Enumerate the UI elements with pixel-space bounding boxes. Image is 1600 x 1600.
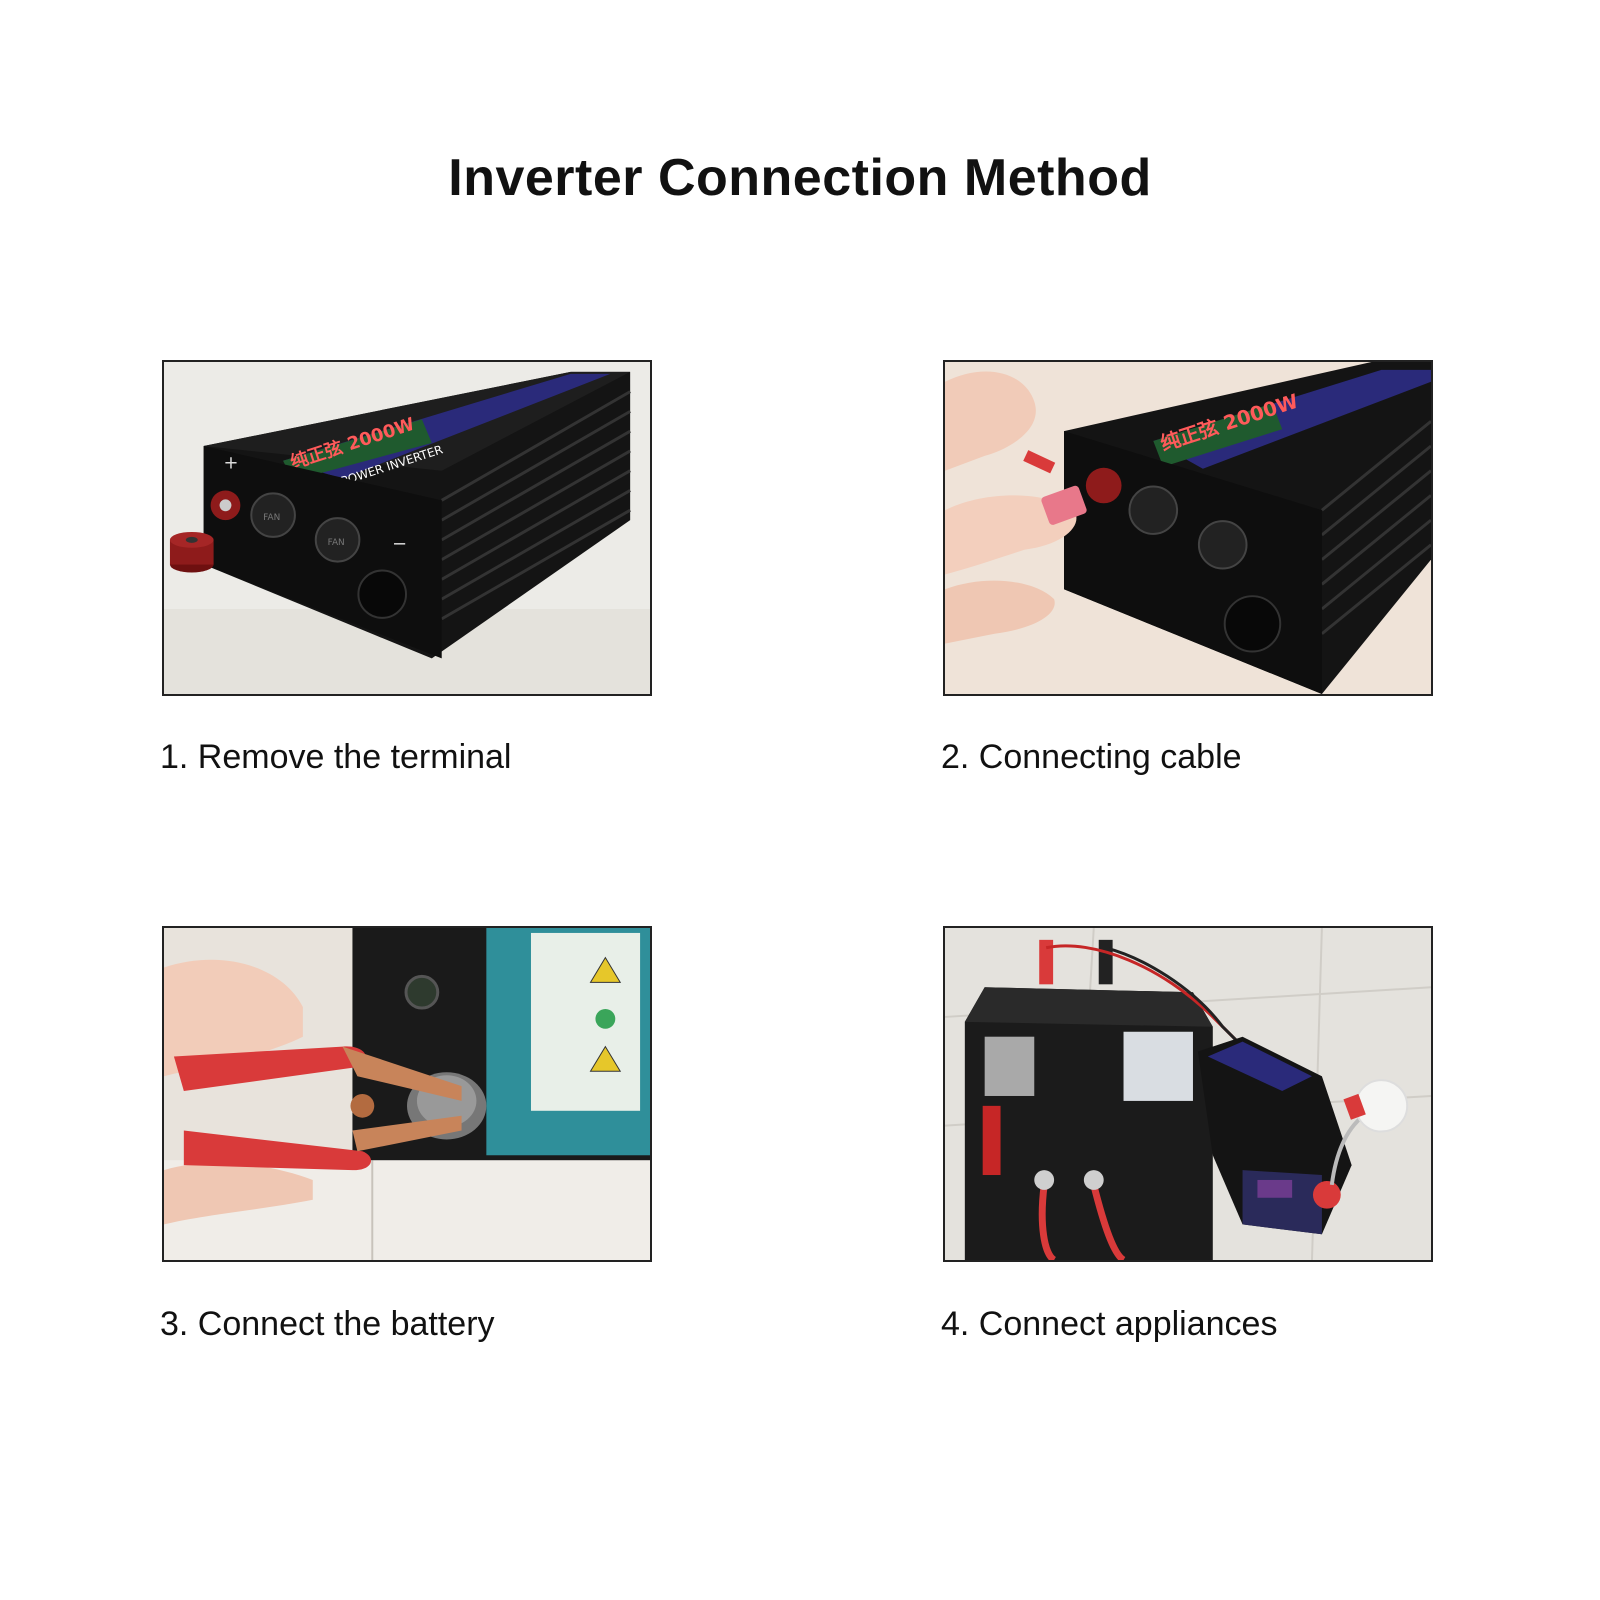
step-2-photo: 纯正弦 2000W (943, 360, 1433, 696)
step-3-caption: 3. Connect the battery (160, 1305, 495, 1343)
fan-label: FAN (263, 513, 280, 523)
step-1-caption: 1. Remove the terminal (160, 738, 512, 776)
minus-sign: − (392, 534, 407, 555)
plus-sign: + (224, 453, 239, 474)
step-4-photo (943, 926, 1433, 1262)
step-2-caption: 2. Connecting cable (941, 738, 1242, 776)
step-1-photo: 纯正弦 2000W POWER INVERTER + − FAN FAN (162, 360, 652, 696)
fan-label-2: FAN (328, 538, 345, 548)
step-3-photo (162, 926, 652, 1262)
page-title: Inverter Connection Method (448, 149, 1152, 207)
step-4-caption: 4. Connect appliances (941, 1305, 1278, 1343)
